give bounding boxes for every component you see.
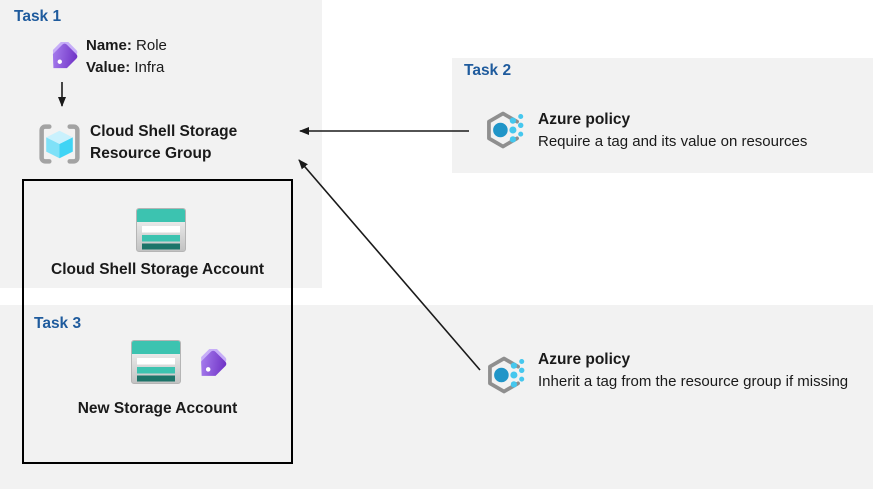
cloud-shell-storage-account-label: Cloud Shell Storage Account xyxy=(51,261,264,278)
require-policy-description: Require a tag and its value on resources xyxy=(538,133,808,150)
tag-name-value-text: Name: Role Value: Infra xyxy=(86,35,167,79)
policy-icon xyxy=(488,356,525,394)
task3-title: Task 3 xyxy=(34,315,82,332)
storage-account-icon xyxy=(131,340,181,384)
policy-icon xyxy=(487,111,524,149)
inherit-policy-description: Inherit a tag from the resource group if… xyxy=(538,373,849,390)
tag-name-value: Role xyxy=(136,37,167,54)
resource-group-icon xyxy=(39,124,80,164)
tag-value-value: Infra xyxy=(134,59,165,76)
tag-value-label: Value: xyxy=(86,59,131,76)
require-policy-title: Azure policy xyxy=(538,111,631,128)
new-storage-account-label: New Storage Account xyxy=(77,400,238,417)
tag-icon xyxy=(201,349,227,376)
tag-name-label: Name: xyxy=(86,37,132,54)
inherit-policy-text: Azure policy Inherit a tag from the reso… xyxy=(538,349,870,393)
storage-account-icon xyxy=(136,208,186,252)
task2-title: Task 2 xyxy=(464,62,512,79)
storage-accounts-box xyxy=(22,179,293,464)
task1-title: Task 1 xyxy=(14,8,62,25)
resource-group-label: Cloud Shell Storage Resource Group xyxy=(90,123,238,162)
inherit-policy-title: Azure policy xyxy=(538,351,631,368)
tag-icon xyxy=(52,42,78,69)
require-policy-text: Azure policy Require a tag and its value… xyxy=(538,109,873,153)
